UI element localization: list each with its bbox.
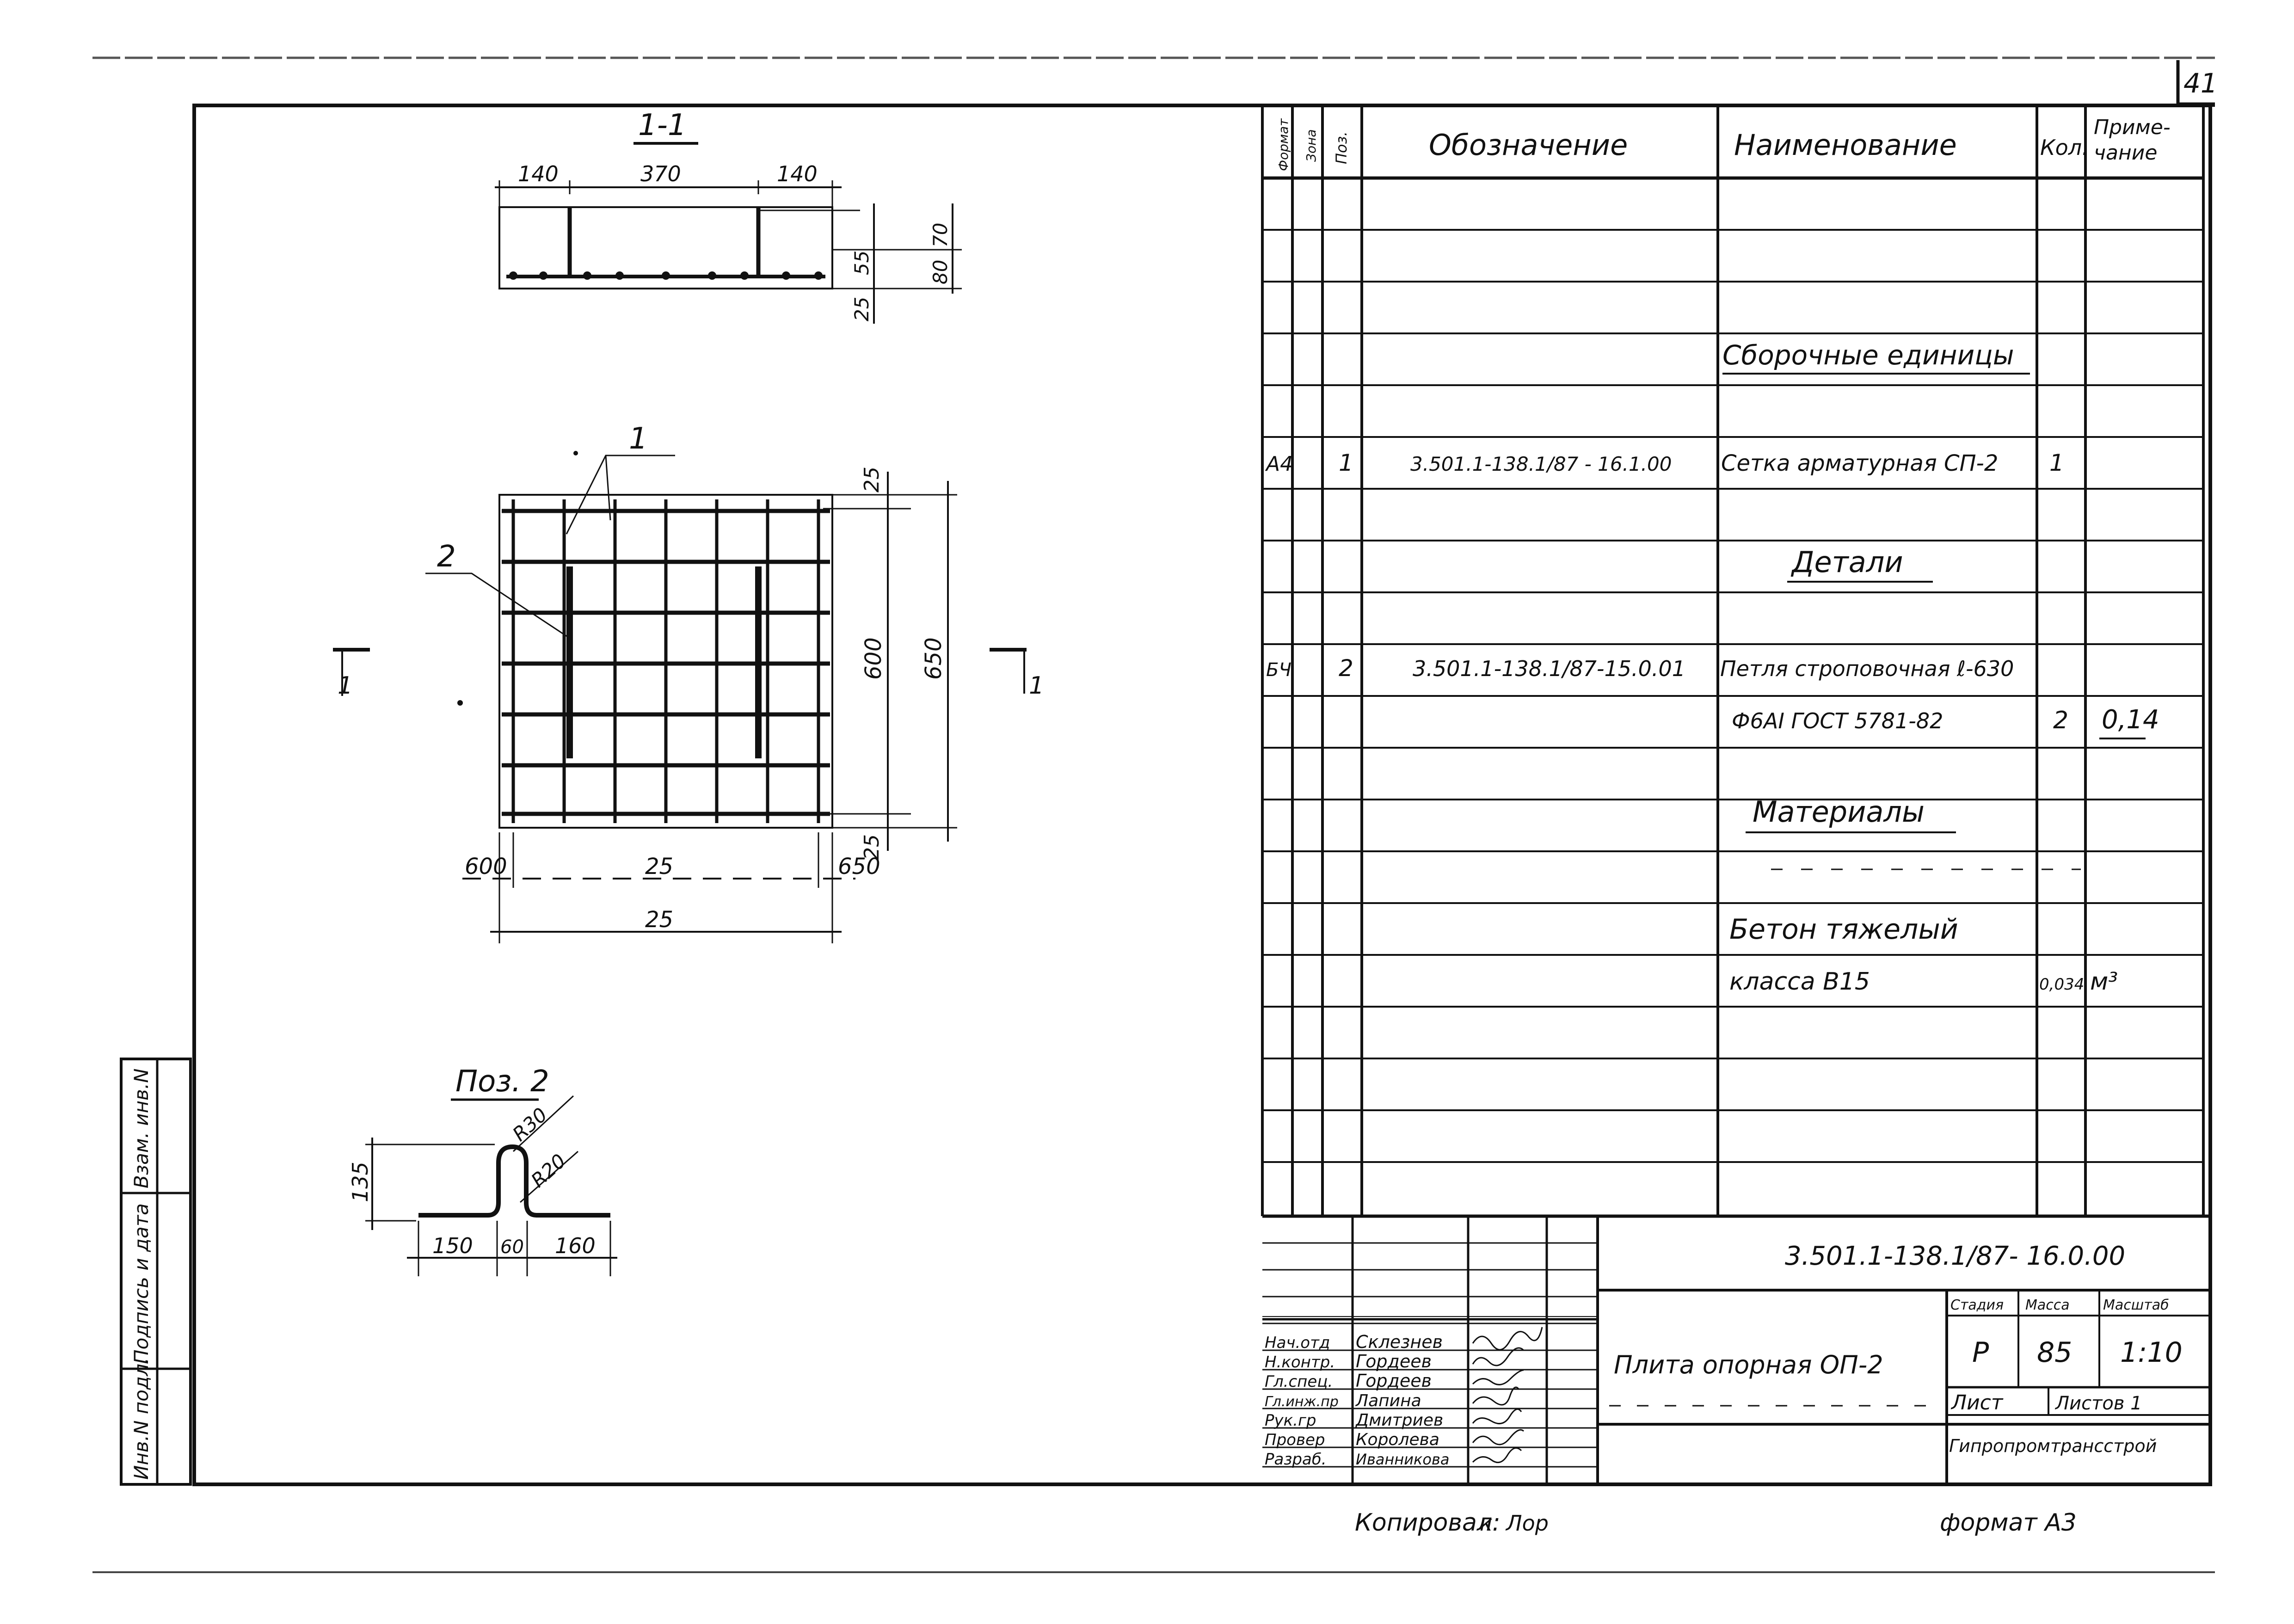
section-dim-25: 25 (850, 297, 873, 321)
header-name: Наименование (1734, 128, 1957, 162)
plan-dim-25-top: 25 (860, 467, 884, 492)
row-1-pos: 1 (1339, 449, 1353, 476)
section-view-1-1: 1-1 140 370 140 70 55 80 25 (495, 108, 962, 324)
loop-detail-title: Поз. 2 (455, 1064, 549, 1099)
row-4-note: 0,14 (2102, 705, 2159, 735)
plan-dim-25-bottom: 25 (860, 834, 884, 860)
row-7-qty: 0,034 (2039, 975, 2084, 994)
staff-3-name: Лапина (1355, 1391, 1421, 1410)
section-dim-370: 370 (640, 161, 681, 186)
staff-0-name: Склезнев (1356, 1332, 1443, 1352)
row-1-designation: 3.501.1-138.1/87 - 16.1.00 (1410, 453, 1672, 475)
sheet-frame (192, 104, 2212, 1486)
staff-3-role: Гл.инж.пр (1265, 1394, 1339, 1410)
section-mark-right: 1 (1029, 672, 1044, 700)
side-stamp: Инв.N подл. Подпись и дата Взам. инв.N (120, 1058, 192, 1486)
loop-dim-135: 135 (348, 1162, 373, 1202)
header-zone: Зона (1304, 129, 1319, 162)
row-5-name: Материалы (1753, 795, 1925, 829)
callout-2: 2 (437, 540, 456, 574)
label-sheet: Лист (1950, 1391, 2004, 1415)
row-3-designation: 3.501.1-138.1/87-15.0.01 (1413, 656, 1685, 681)
format-label: формат A3 (1940, 1509, 2077, 1537)
row-7-name: класса В15 (1729, 968, 1870, 996)
section-dim-55: 55 (850, 251, 873, 275)
spec-table: Формат Зона Поз. Обозначение Наименовани… (1261, 105, 2205, 1216)
staff-6-role: Разраб. (1265, 1450, 1327, 1469)
value-mass: 85 (2037, 1336, 2072, 1369)
plan-dim-600-h: 25 (645, 854, 673, 880)
loop-dim-r30: R30 (508, 1103, 552, 1146)
copied-by-sign: к. Лор (1480, 1511, 1549, 1536)
header-designation: Обозначение (1429, 128, 1628, 162)
row-1-name: Сетка арматурная СП-2 (1721, 450, 1998, 476)
loop-dim-r20: R20 (527, 1150, 570, 1192)
organization: Гипропромтрансстрой (1949, 1436, 2157, 1456)
header-pos: Поз. (1333, 131, 1350, 164)
row-3-pos: 2 (1339, 655, 1353, 682)
section-dim-80: 80 (929, 260, 952, 284)
value-scale: 1:10 (2120, 1336, 2183, 1369)
value-stage: Р (1972, 1336, 1989, 1369)
plan-dim-25-right: 650 (838, 854, 880, 880)
staff-1-name: Гордеев (1356, 1351, 1432, 1372)
row-7-note: м³ (2090, 968, 2118, 996)
staff-6-name: Иванникова (1356, 1451, 1449, 1468)
row-1-format: A4 (1265, 452, 1293, 476)
section-dim-70: 70 (929, 223, 952, 247)
callout-1: 1 (629, 422, 648, 456)
loop-dim-60: 60 (500, 1236, 524, 1258)
header-format: Формат (1276, 118, 1291, 171)
staff-0-role: Нач.отд (1265, 1334, 1330, 1352)
label-sheets: Листов 1 (2054, 1393, 2142, 1414)
section-title: 1-1 (638, 108, 687, 142)
label-stage: Стадия (1950, 1297, 2004, 1313)
staff-5-role: Провер (1265, 1431, 1325, 1449)
row-3-name: Петля строповочная ℓ-630 (1720, 656, 2014, 681)
staff-5-name: Королева (1356, 1430, 1439, 1449)
staff-4-name: Дмитриев (1355, 1411, 1443, 1430)
row-6-name: Бетон тяжелый (1729, 913, 1958, 946)
header-note: Приме- чание (2094, 116, 2177, 165)
plan-dim-25-left: 600 (465, 854, 507, 880)
plan-dim-650-h: 25 (645, 907, 673, 933)
label-mass: Масса (2025, 1297, 2070, 1313)
loop-dim-150: 150 (432, 1233, 473, 1258)
loop-detail: Поз. 2 R30 R20 135 150 60 160 (348, 1064, 617, 1276)
row-2-name: Детали (1790, 545, 1903, 579)
staff-2-role: Гл.спец. (1265, 1372, 1333, 1391)
row-3-format: БЧ (1266, 659, 1292, 681)
copied-by-label: Копировал: (1355, 1509, 1501, 1537)
row-1-qty: 1 (2049, 449, 2064, 476)
section-dim-140b: 140 (777, 161, 818, 186)
signature-scribbles (1472, 1327, 1543, 1464)
document-title: Плита опорная ОП-2 (1614, 1350, 1883, 1379)
label-scale: Масштаб (2103, 1297, 2169, 1313)
row-0-name: Сборочные единицы (1722, 339, 2014, 371)
page-number: 41 (2183, 68, 2218, 99)
header-qty: Кол. (2040, 135, 2089, 160)
staff-2-name: Гордеев (1356, 1371, 1432, 1391)
row-4-qty: 2 (2053, 707, 2068, 734)
side-stamp-sign: Подпись и дата (130, 1203, 153, 1364)
side-stamp-replace: Взам. инв.N (130, 1068, 153, 1188)
plan-dim-600-v: 600 (861, 637, 886, 680)
section-dim-140a: 140 (518, 161, 559, 186)
section-mark-left: 1 (338, 672, 353, 700)
page-number-box: 41 (2176, 60, 2218, 106)
plan-view-mesh: 1 2 1 1 25 600 650 25 600 25 650 25 (333, 422, 1044, 943)
header-note-line2: чание (2094, 141, 2157, 165)
staff-1-role: Н.контр. (1265, 1353, 1335, 1372)
document-code: 3.501.1-138.1/87- 16.0.00 (1785, 1241, 2125, 1271)
header-note-line1: Приме- (2094, 116, 2171, 139)
loop-dim-160: 160 (555, 1233, 596, 1258)
title-block: 3.501.1-138.1/87- 16.0.00 Плита опорная … (1262, 1214, 2210, 1484)
staff-4-role: Рук.гр (1265, 1411, 1316, 1430)
plan-dim-650-v: 650 (921, 637, 947, 680)
side-stamp-inv: Инв.N подл. (130, 1358, 153, 1480)
row-4-name: Ф6АI ГОСТ 5781-82 (1732, 708, 1943, 733)
